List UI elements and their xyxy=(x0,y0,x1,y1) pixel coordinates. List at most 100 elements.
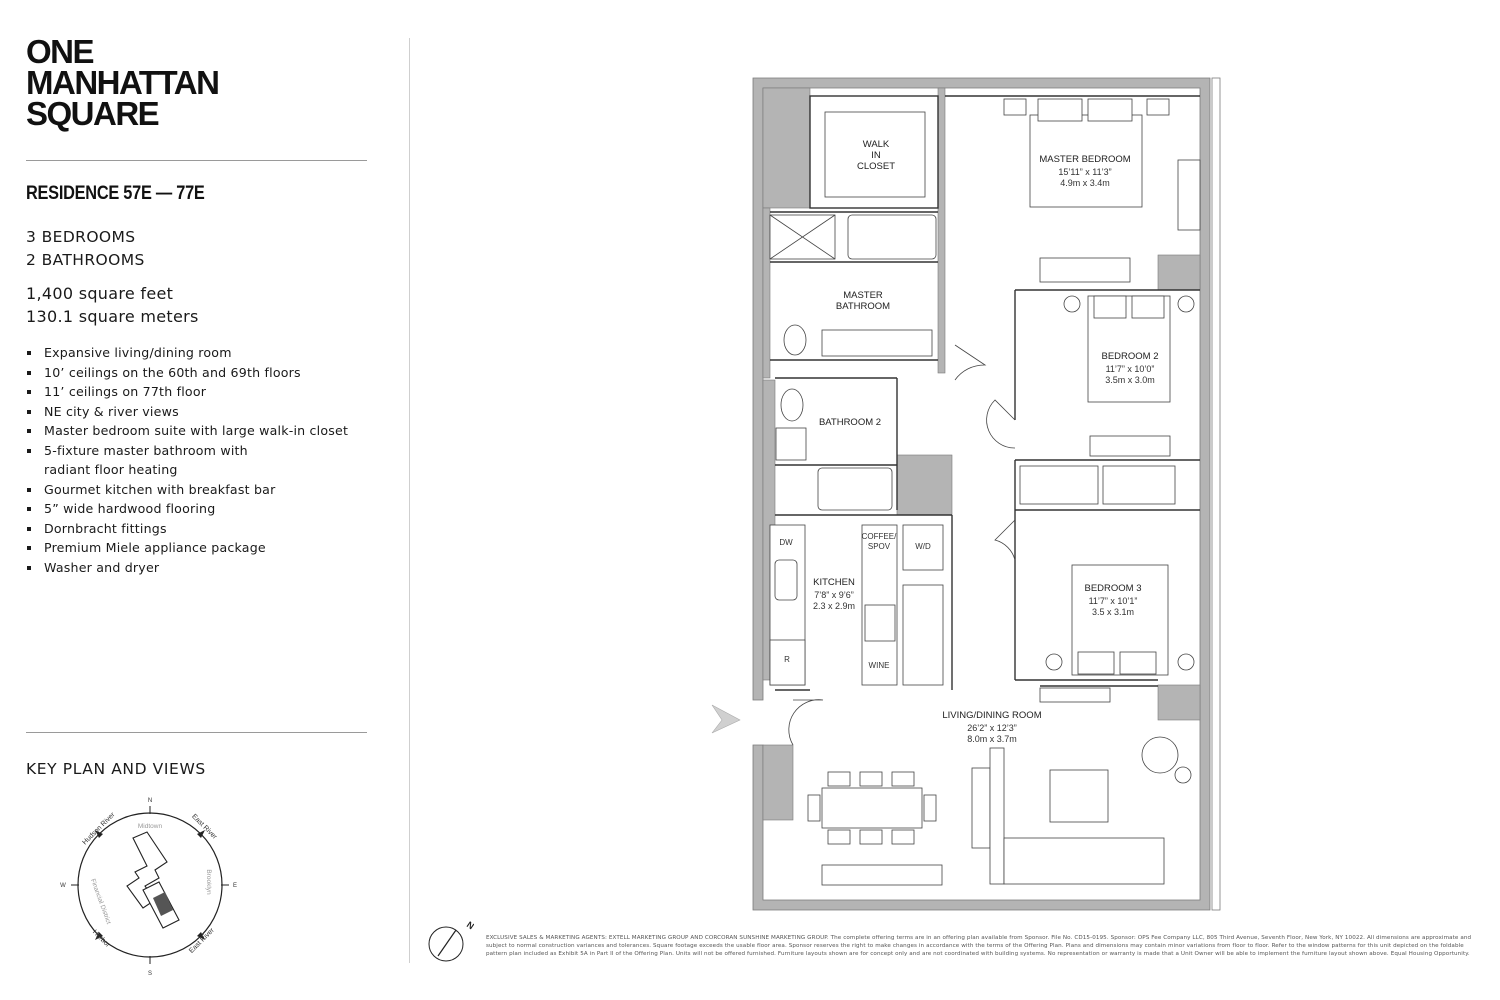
master-bedroom-label: MASTER BEDROOM xyxy=(1039,154,1130,165)
fixture-labels: DW COFFEE/ SPOV W/D WINE R xyxy=(779,532,931,670)
washer-dryer-label: W/D xyxy=(915,542,931,551)
compass-north-label: N xyxy=(465,919,474,931)
door-swing xyxy=(954,344,987,381)
wall-block xyxy=(762,207,771,379)
washer-dryer-icon xyxy=(902,524,944,571)
wedge-se xyxy=(197,932,205,940)
bathroom-2-label: BATHROOM 2 xyxy=(819,417,881,428)
living-dining-dim-imperial: 26’2” x 12’3” xyxy=(967,723,1017,733)
chair-icon xyxy=(859,771,883,787)
wall-block xyxy=(762,87,811,209)
coffee-table-icon xyxy=(1049,769,1109,823)
compass-n: N xyxy=(148,798,152,804)
wedge-nw xyxy=(95,830,103,838)
bedroom-closets xyxy=(1019,465,1176,505)
master-bedroom-furniture xyxy=(1003,98,1201,283)
compass-needle xyxy=(437,929,457,957)
lamp-icon xyxy=(1177,295,1195,313)
residence-title: RESIDENCE 57E — 77E xyxy=(26,183,205,204)
interior-walls xyxy=(770,95,1200,691)
label-east-river-bottom: East River xyxy=(188,927,216,955)
media-console-icon xyxy=(971,767,991,849)
bathroom-2-fixtures xyxy=(775,388,893,511)
label-financial-district: Financial District xyxy=(89,878,112,925)
key-plan-diagram: N S W E Hudson River East River Harbor E… xyxy=(60,798,237,977)
wall-walk-in-closet xyxy=(809,95,939,209)
key-plan-title: KEY PLAN AND VIEWS xyxy=(26,760,206,778)
nightstand-icon xyxy=(1146,98,1170,116)
floor-plan: WALK IN CLOSET MASTER BEDROOM 15’11” x 1… xyxy=(711,77,1221,911)
bedroom-3-label: BEDROOM 3 xyxy=(1084,583,1141,594)
compass-w: W xyxy=(60,883,66,889)
compass-s: S xyxy=(148,971,152,977)
sofa-icon xyxy=(1003,837,1165,885)
living-dining-furniture xyxy=(807,687,1192,886)
bedroom-2-furniture xyxy=(1063,295,1195,457)
pillow-icon xyxy=(1037,98,1083,122)
walk-in-closet-label: WALK xyxy=(863,139,890,150)
toilet-icon xyxy=(783,324,807,356)
kitchen-label: KITCHEN xyxy=(813,577,855,588)
master-bathroom-label: BATHROOM xyxy=(836,301,890,312)
credenza-icon xyxy=(821,864,943,886)
closet-icon xyxy=(1019,465,1099,505)
label-midtown: Midtown xyxy=(138,823,163,830)
bedroom-2-label: BEDROOM 2 xyxy=(1101,351,1158,362)
bathtub-icon xyxy=(817,467,893,511)
bedroom-3-dim-imperial: 11’7” x 10’1” xyxy=(1089,596,1138,606)
pillow-icon xyxy=(1119,651,1157,675)
entry-arrow-icon xyxy=(711,704,741,734)
dining-table-icon xyxy=(821,787,923,829)
wall-block xyxy=(896,454,953,516)
feature-item: Master bedroom suite with large walk-in … xyxy=(26,421,386,441)
master-bedroom-dim-metric: 4.9m x 3.4m xyxy=(1060,178,1110,188)
shelf-unit-icon xyxy=(1177,159,1201,231)
sofa-back-icon xyxy=(989,747,1005,885)
dresser-icon xyxy=(1089,435,1171,457)
chair-icon xyxy=(827,829,851,845)
armchair-icon xyxy=(1141,736,1179,774)
walk-in-closet-label: CLOSET xyxy=(857,161,895,172)
master-bedroom-dim-imperial: 15’11” x 11’3” xyxy=(1058,167,1111,177)
label-brooklyn: Brooklyn xyxy=(205,869,212,895)
logo-line: SQUARE xyxy=(26,95,160,132)
sink-icon xyxy=(775,427,807,461)
bedroom-2-dim-imperial: 11’7” x 10’0” xyxy=(1106,364,1155,374)
lamp-icon xyxy=(1045,653,1063,671)
info-panel: ONE MANHATTAN SQUARE RESIDENCE 57E — 77E… xyxy=(0,0,400,1000)
door-swing xyxy=(994,519,1016,561)
chair-icon xyxy=(859,829,883,845)
pillow-icon xyxy=(1087,98,1133,122)
refrigerator-label: R xyxy=(784,655,790,664)
logo-line: ONE xyxy=(26,33,95,70)
divider-rule xyxy=(26,732,367,733)
bathtub-icon xyxy=(847,214,937,260)
north-compass: N xyxy=(428,919,474,962)
door-swing xyxy=(986,399,1016,449)
doors xyxy=(788,344,1016,746)
chair-icon xyxy=(807,794,821,822)
bedroom-2-dim-metric: 3.5m x 3.0m xyxy=(1105,375,1155,385)
wedge-ne xyxy=(197,830,205,838)
pillow-icon xyxy=(1077,651,1115,675)
feature-item: Expansive living/dining room xyxy=(26,343,386,363)
coffee-label: SPOV xyxy=(868,542,891,551)
wine-label: WINE xyxy=(869,661,890,670)
bathroom-count: 2 BATHROOMS xyxy=(26,251,145,269)
living-dining-label: LIVING/DINING ROOM xyxy=(942,710,1041,721)
kitchen-dim-metric: 2.3 x 2.9m xyxy=(813,601,855,611)
feature-item: 10’ ceilings on the 60th and 69th floors xyxy=(26,363,386,383)
chair-icon xyxy=(923,794,937,822)
wedge-sw xyxy=(95,932,103,940)
feature-item: 5” wide hardwood flooring xyxy=(26,499,386,519)
interior-wall-blocks xyxy=(762,87,1201,821)
lamp-icon xyxy=(1177,653,1195,671)
master-bathroom-label: MASTER xyxy=(843,290,883,301)
chair-icon xyxy=(891,771,915,787)
vertical-divider xyxy=(409,38,410,963)
chair-icon xyxy=(891,829,915,845)
pillow-icon xyxy=(1131,295,1165,319)
logo-line: MANHATTAN xyxy=(26,64,220,101)
dresser-icon xyxy=(1039,257,1131,283)
vanity-icon xyxy=(821,329,933,357)
